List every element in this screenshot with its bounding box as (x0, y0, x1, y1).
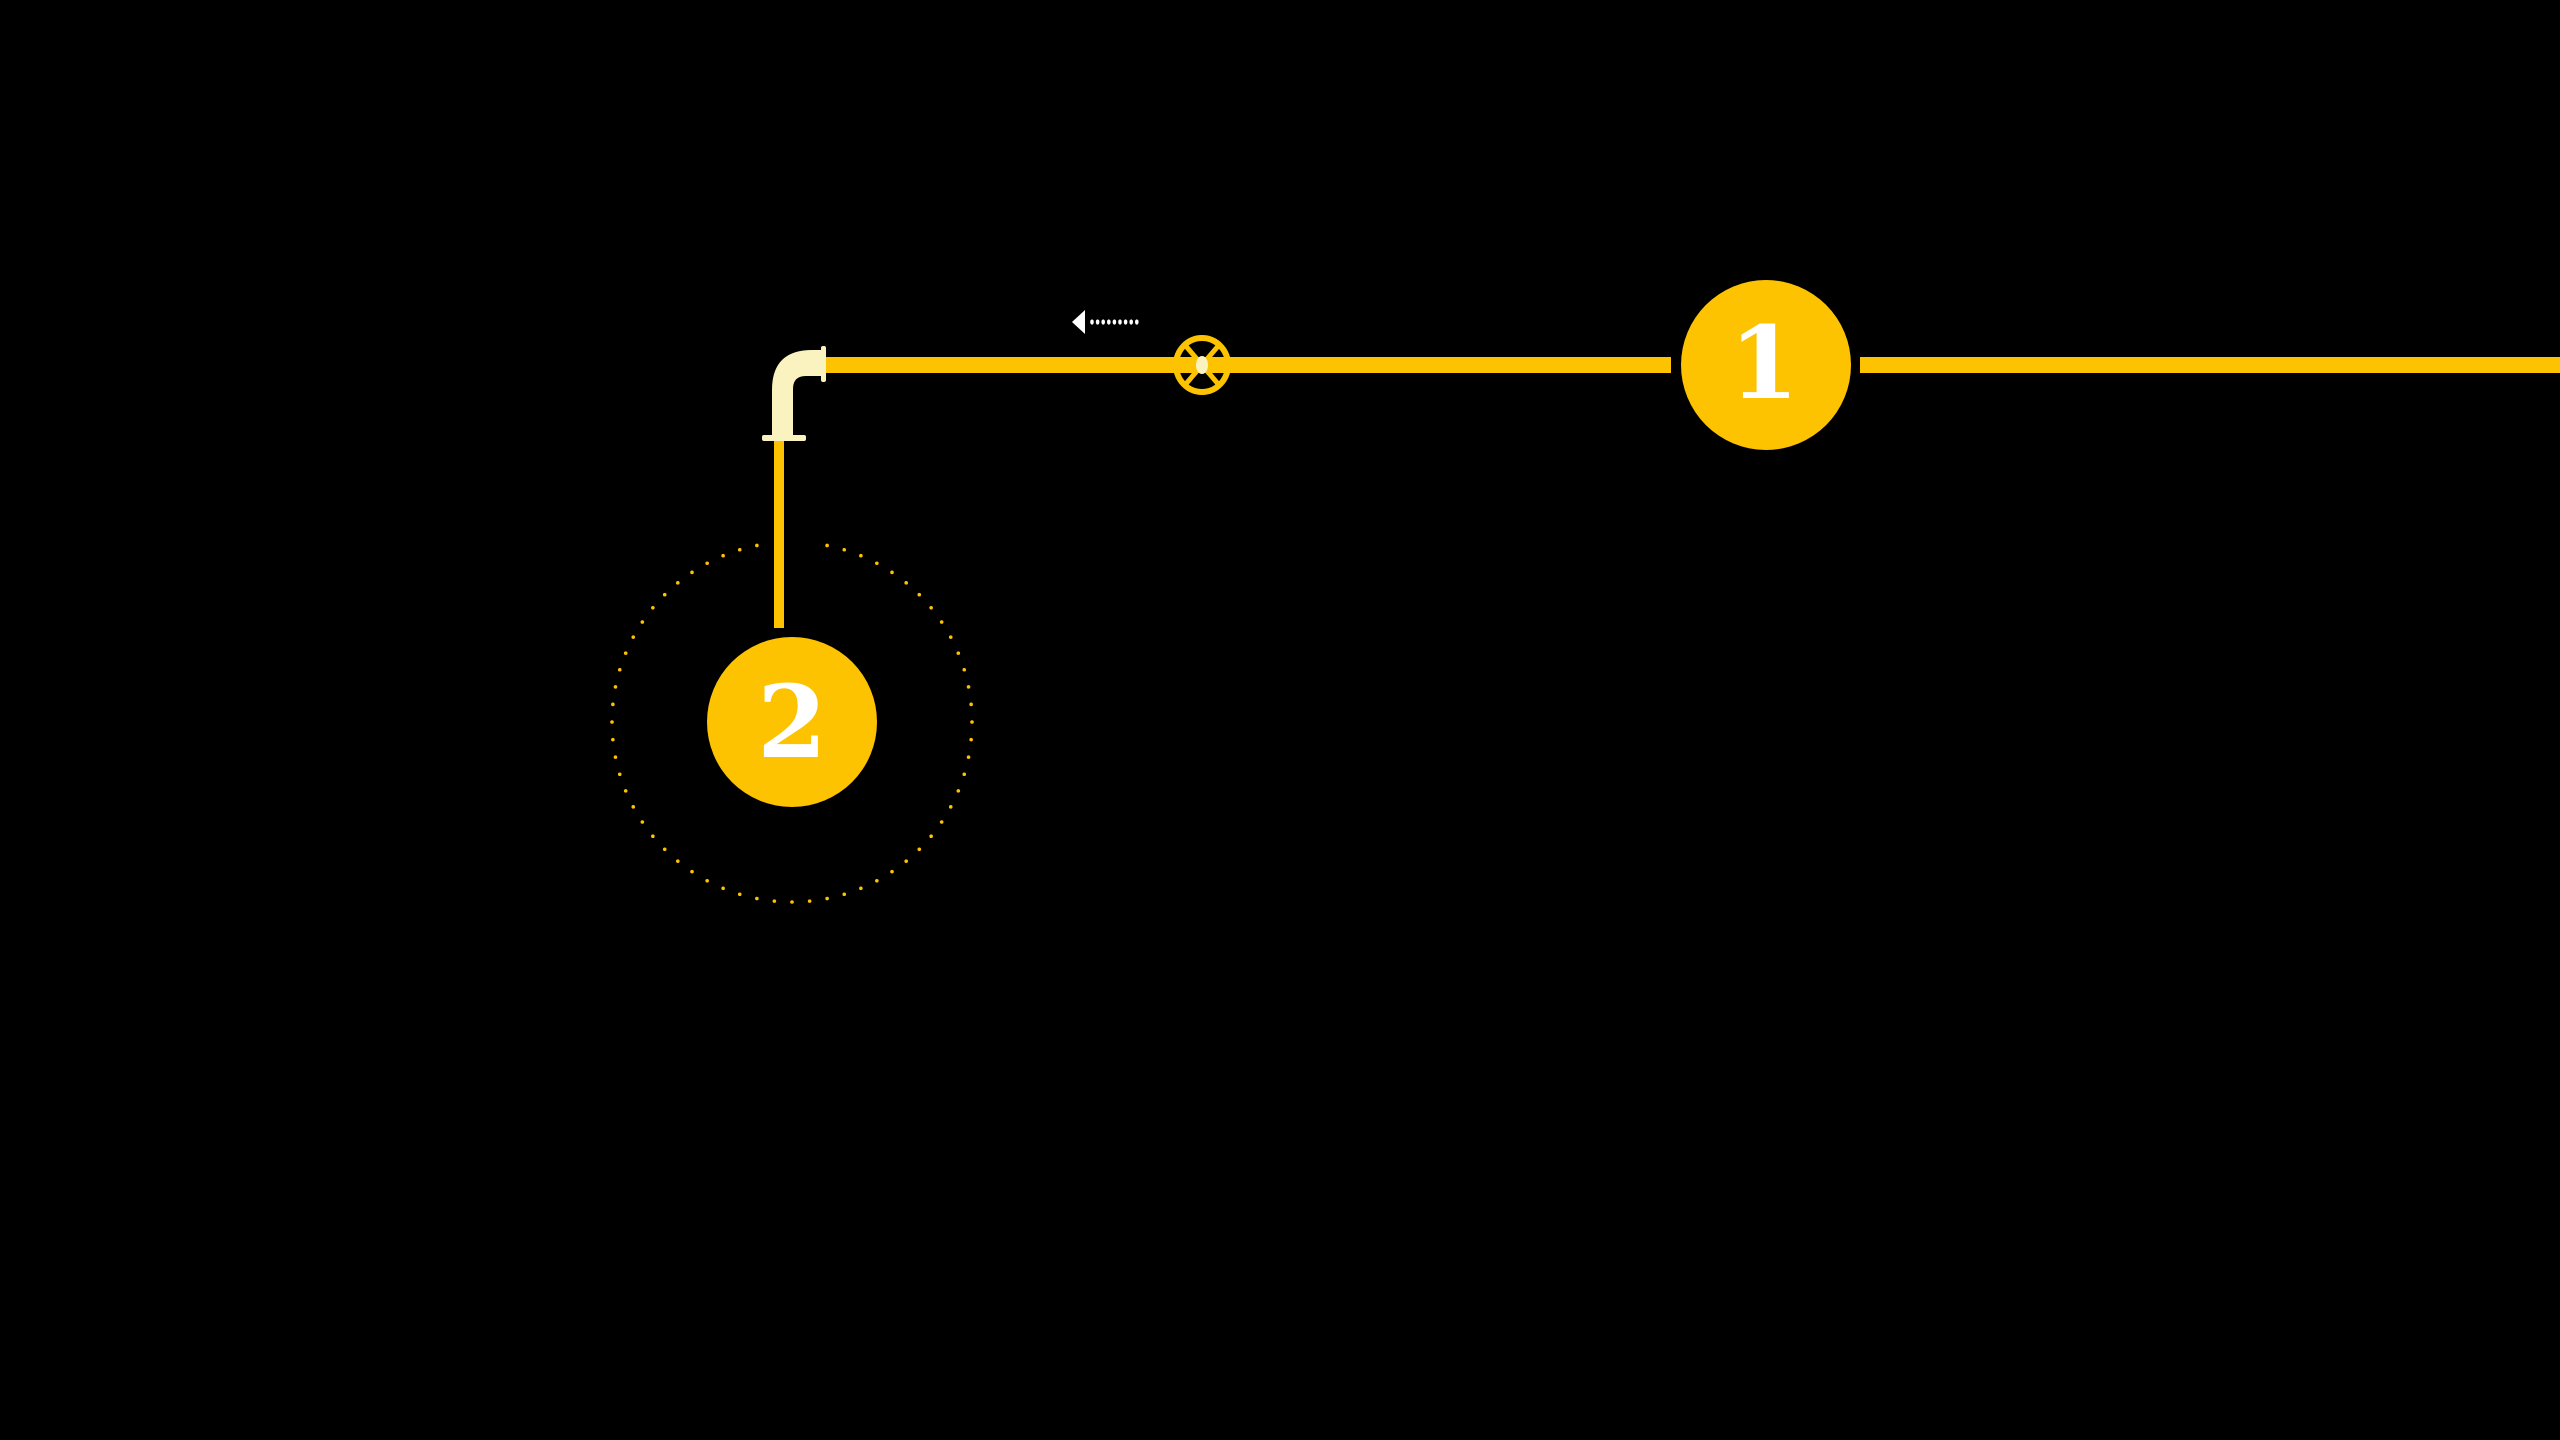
ring-dot (939, 820, 944, 824)
ring-dot (705, 878, 709, 883)
ring-dot (617, 667, 622, 672)
ring-dot (662, 847, 667, 852)
flow-dot (1095, 319, 1100, 325)
ring-dot (772, 899, 777, 903)
ring-dot (929, 606, 933, 610)
ring-dot (640, 820, 645, 824)
ring-dot (755, 543, 759, 548)
valve-wheel-icon[interactable] (1173, 335, 1231, 395)
pipe-main-right (1860, 357, 2560, 373)
step-2-label: 2 (757, 663, 827, 781)
ring-dot (690, 869, 694, 874)
ring-dot (842, 892, 847, 897)
ring-dot (651, 606, 655, 610)
ring-dot (807, 899, 812, 903)
ring-dot (917, 847, 922, 852)
ring-dot (613, 685, 618, 689)
ring-dot (690, 570, 694, 575)
ring-dot (610, 720, 614, 724)
ring-dot (705, 561, 709, 566)
flow-dot (1118, 319, 1122, 325)
flow-dot (1112, 319, 1117, 325)
ring-dot (721, 553, 725, 558)
flow-dot (1107, 319, 1111, 325)
flow-dot (1123, 319, 1128, 325)
ring-dot (676, 859, 680, 863)
step-2-marker[interactable]: 2 (707, 637, 877, 807)
step-1-marker[interactable]: 1 (1681, 280, 1851, 450)
pipe-main-left (826, 357, 1671, 373)
ring-dot (969, 737, 973, 742)
ring-dot (640, 620, 645, 624)
step-1-label: 1 (1729, 304, 1799, 422)
ring-dot (676, 581, 680, 585)
ring-dot (966, 755, 971, 759)
ring-dot (790, 900, 794, 904)
ring-dot (662, 592, 667, 597)
ring-dot (755, 896, 759, 901)
ring-dot (890, 869, 894, 874)
flow-dot (1129, 319, 1133, 325)
step-2-dotted-ring (610, 543, 974, 904)
ring-dot (721, 886, 725, 891)
flow-arrow-left-icon (1072, 310, 1139, 334)
flow-dot (1135, 319, 1139, 325)
ring-dot (631, 805, 636, 809)
ring-dot (904, 581, 908, 585)
ring-dot (966, 685, 971, 689)
ring-dot (611, 702, 615, 707)
ring-dot (956, 651, 961, 655)
flow-dot (1090, 319, 1094, 325)
ring-dot (737, 547, 742, 552)
ring-dot (939, 620, 944, 624)
pipe-elbow-icon (762, 346, 826, 441)
ring-dot (890, 570, 894, 575)
ring-dot (956, 789, 961, 793)
ring-dot (631, 635, 636, 639)
pipe-vertical (774, 440, 784, 628)
ring-dot (948, 635, 953, 639)
ring-dot (651, 834, 655, 838)
ring-dot (929, 834, 933, 838)
ring-dot (611, 737, 615, 742)
ring-dot (970, 720, 974, 724)
ring-dot (613, 755, 618, 759)
ring-dot (737, 892, 742, 897)
ring-dot (623, 651, 628, 655)
ring-dot (875, 561, 879, 566)
ring-dot (962, 667, 967, 672)
ring-dot (825, 896, 829, 901)
ring-dot (617, 772, 622, 777)
ring-dot (859, 553, 863, 558)
ring-dot (917, 592, 922, 597)
ring-dot (969, 702, 973, 707)
ring-dot (875, 878, 879, 883)
ring-dot (904, 859, 908, 863)
ring-dot (623, 789, 628, 793)
ring-dot (842, 547, 847, 552)
ring-dot (962, 772, 967, 777)
ring-dot (948, 805, 953, 809)
ring-dot (859, 886, 863, 891)
ring-dot (825, 543, 829, 548)
flow-dot (1101, 319, 1105, 325)
